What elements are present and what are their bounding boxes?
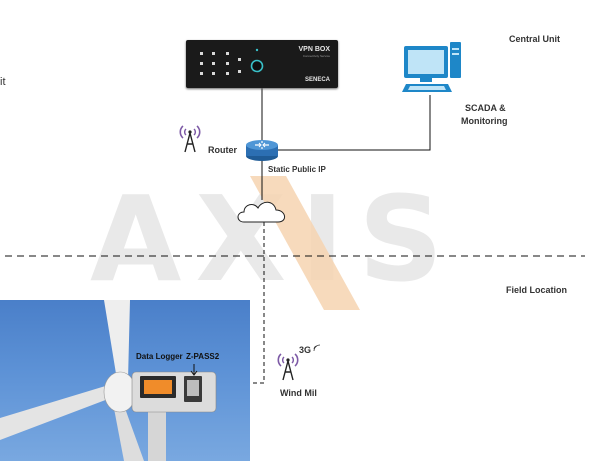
vpn-box-device: VPN BOX Connectivity Service SENECA (186, 40, 338, 88)
signal-arcs-icon (312, 340, 322, 358)
static-ip-label: Static Public IP (268, 165, 326, 174)
wind-mill-antenna-icon (276, 350, 300, 387)
signal-3g-label: 3G (299, 345, 311, 355)
z-pass-label: Z-PASS2 (186, 352, 219, 361)
wind-mill-label: Wind Mil (280, 388, 317, 398)
scada-label-line1: SCADA & (465, 103, 506, 113)
wind-turbine-photo: Data Logger Z-PASS2 (0, 300, 250, 461)
data-logger-label: Data Logger (136, 352, 183, 361)
vpn-box-subtitle: Connectivity Service (303, 54, 330, 58)
title-fragment: it (0, 76, 6, 88)
internet-cloud-icon (234, 198, 290, 231)
power-button-icon (252, 61, 263, 72)
central-unit-label: Central Unit (509, 34, 560, 44)
scada-computer-icon (402, 42, 462, 101)
vpn-box-title: VPN BOX (298, 46, 330, 53)
field-location-label: Field Location (506, 285, 567, 295)
router-label: Router (208, 145, 237, 155)
router-scada-link (278, 95, 430, 150)
router-device-icon (245, 138, 279, 167)
router-antenna-icon (178, 122, 202, 159)
vpn-box-brand: SENECA (305, 77, 330, 83)
scada-label-line2: Monitoring (461, 116, 508, 126)
cloud-windmill-link (252, 222, 264, 383)
